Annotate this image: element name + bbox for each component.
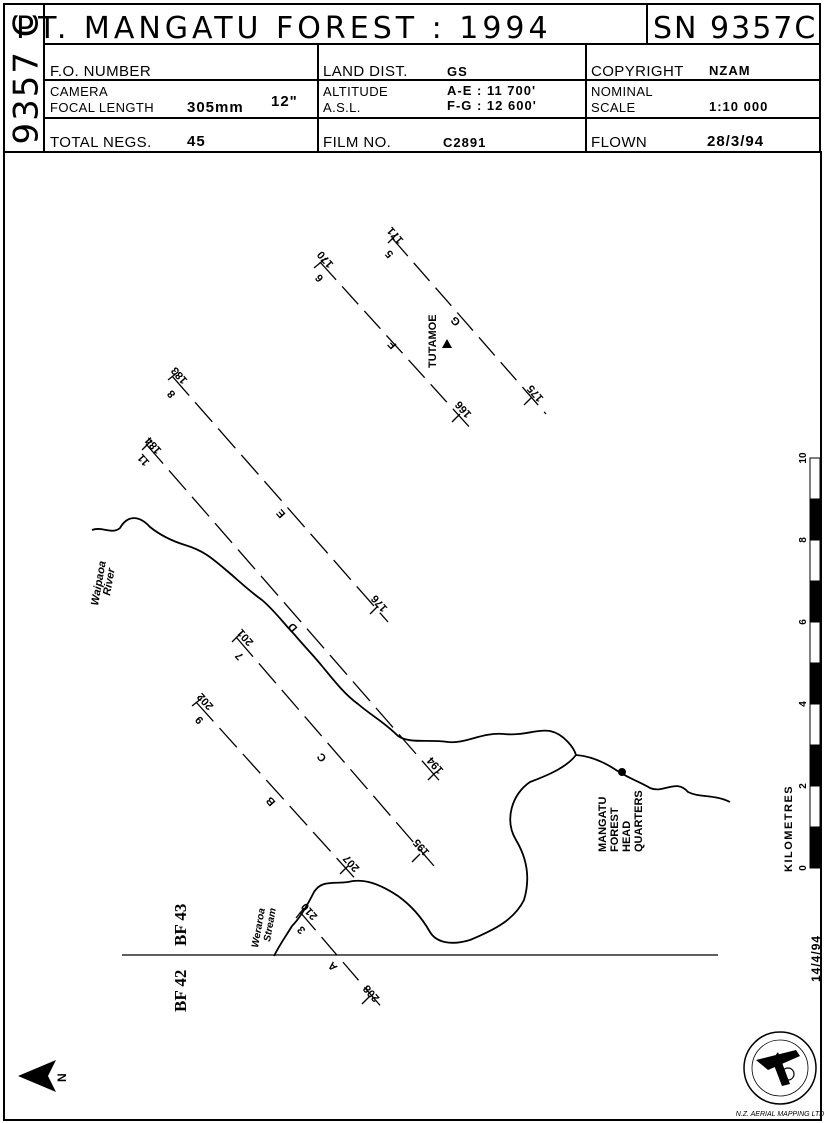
frame-d-start: 184	[142, 434, 164, 456]
land-dist-value: GS	[447, 64, 468, 79]
flown-value: 28/3/94	[707, 133, 765, 150]
film-no-value: C2891	[443, 135, 487, 150]
flown-label: FLOWN	[591, 134, 648, 151]
focal-length-label: FOCAL LENGTH	[50, 100, 155, 115]
focal-mm: 305mm	[187, 99, 244, 116]
film-no-label: FILM NO.	[323, 134, 392, 151]
frame-g-run: 5	[383, 247, 396, 260]
hq-line-3: HEAD	[621, 821, 633, 852]
flight-run-e	[167, 371, 389, 623]
run-label-b: B	[264, 794, 278, 808]
frame-a-end: 208	[361, 982, 382, 1004]
frame-b-run: 9	[193, 713, 206, 726]
frame-d-end: 194	[424, 754, 446, 776]
hq-line-2: FOREST	[609, 807, 621, 852]
frame-a-run: 3	[295, 923, 308, 936]
frame-b-start: 202	[195, 690, 216, 712]
trig-triangle-icon	[442, 339, 452, 348]
scale-value: 1:10 000	[709, 99, 769, 114]
scale-tick-label: 4	[798, 701, 809, 707]
altitude-ae: A-E : 11 700'	[447, 83, 537, 98]
fo-number-label: F.O. NUMBER	[50, 63, 152, 80]
sheet-title: PT. MANGATU FOREST : 1994	[16, 11, 552, 46]
focal-in: 12"	[271, 93, 298, 110]
scale-segment	[809, 580, 821, 623]
scale-title: KILOMETRES	[783, 785, 795, 872]
land-dist-label: LAND DIST.	[323, 63, 408, 80]
run-label-d: D	[286, 620, 300, 634]
copyright-label: COPYRIGHT	[591, 63, 684, 80]
north-arrow-icon: N	[18, 1060, 69, 1092]
scale-tick-label: 10	[798, 452, 809, 464]
nominal-label: NOMINAL	[591, 84, 654, 99]
hq-line-1: MANGATU	[597, 797, 609, 852]
scale-label: SCALE	[591, 100, 636, 115]
sheet-number: SN 9357C	[653, 11, 818, 46]
hq-line-4: QUARTERS	[633, 790, 645, 852]
frame-a-start: 210	[299, 900, 320, 922]
scale-segment	[809, 539, 821, 582]
weraroa-stream	[273, 754, 577, 957]
north-label: N	[55, 1073, 69, 1082]
frame-f-run: 6	[313, 271, 326, 284]
scale-segment	[809, 744, 821, 787]
frame-e-run: 8	[165, 387, 178, 400]
flight-run-g	[387, 232, 547, 415]
flight-run-c	[231, 631, 435, 867]
scale-segment	[809, 662, 821, 705]
row2	[43, 79, 821, 119]
flight-run-a	[295, 907, 385, 1011]
label-river: River	[101, 567, 118, 597]
date-stamp: 14/4/94	[809, 935, 823, 982]
scale-tick-label: 8	[798, 537, 809, 543]
run-label-g: G	[449, 314, 464, 328]
seal-text: N.Z. AERIAL MAPPING LTD	[736, 1111, 825, 1118]
place-tutamoe: TUTAMOE	[427, 314, 439, 368]
scale-segment	[809, 826, 821, 869]
copyright-value: NZAM	[709, 63, 751, 78]
frame-c-start: 201	[235, 626, 256, 648]
scale-segment	[809, 621, 821, 664]
frame-e-end: 176	[369, 592, 390, 614]
sheet-label-bf42: BF 42	[171, 970, 190, 1012]
scale-segment	[809, 498, 821, 541]
waipaoa-river	[91, 517, 731, 803]
asl-label: A.S.L.	[323, 100, 361, 115]
scale-segment	[809, 785, 821, 828]
scale-bar: 0 2 4 6 8 10	[798, 452, 821, 871]
run-label-a: A	[326, 959, 340, 973]
map-frame	[3, 151, 822, 1121]
scale-segment	[809, 457, 821, 500]
camera-label: CAMERA	[50, 84, 109, 99]
frame-b-end: 207	[341, 852, 362, 874]
hq-dot-icon	[618, 768, 626, 776]
frame-f-end: 166	[453, 398, 474, 420]
flight-run-b	[191, 697, 361, 885]
flight-run-d	[141, 439, 445, 787]
run-label-f: F	[386, 338, 400, 351]
scale-tick-label: 2	[798, 783, 809, 789]
flight-run-f	[313, 257, 473, 431]
frame-e-start: 183	[169, 364, 190, 386]
altitude-label: ALTITUDE	[323, 84, 389, 99]
frame-c-run: 7	[233, 649, 246, 662]
frame-c-end: 195	[411, 836, 432, 858]
mapping-seal-icon: N.Z. AERIAL MAPPING LTD	[736, 1031, 825, 1118]
altitude-fg: F-G : 12 600'	[447, 98, 537, 113]
run-label-c: C	[315, 750, 329, 764]
run-label-e: E	[274, 507, 288, 520]
scale-segment	[809, 703, 821, 746]
sheet-label-bf43: BF 43	[171, 904, 190, 946]
total-negs-label: TOTAL NEGS.	[50, 134, 152, 151]
scale-tick-label: 6	[798, 619, 809, 625]
frame-f-start: 170	[315, 248, 336, 270]
scale-tick-label: 0	[798, 865, 809, 871]
frame-d-run: 11	[136, 451, 153, 468]
total-negs-value: 45	[187, 133, 206, 150]
